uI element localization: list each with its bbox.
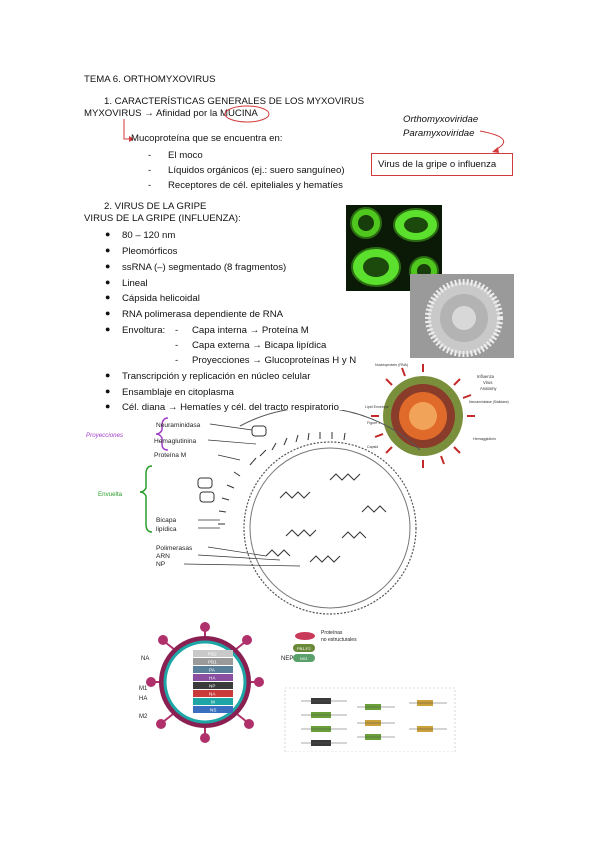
envelope-item: Capa interna → Proteína M xyxy=(192,325,309,336)
myxovirus-line: MYXOVIRUS → Afinidad por la MUCINA xyxy=(84,108,258,120)
segment-label-m2: M2 xyxy=(139,714,148,720)
bullet: ● xyxy=(105,308,111,318)
envelope-item: Proyecciones → Glucoproteínas H y N xyxy=(192,355,357,366)
list-dash: - xyxy=(148,150,152,161)
section-1-heading: 1. CARACTERÍSTICAS GENERALES DE LOS MYXO… xyxy=(104,96,365,107)
mucina-circle xyxy=(224,105,270,123)
segment-label-ha: HA xyxy=(139,696,147,702)
segment-band-label: PB1 xyxy=(208,660,217,665)
section-2-subheading: VIRUS DE LA GRIPE (INFLUENZA): xyxy=(84,213,241,224)
segment-band-label: NA xyxy=(209,692,216,697)
bullet-text: Cél. diana → Hematíes y cél. del tracto … xyxy=(122,402,340,413)
bullet-text: Ensamblaje en citoplasma xyxy=(122,387,234,398)
list-dash: - xyxy=(175,325,179,336)
bullet-text: Transcripción y replicación en núcleo ce… xyxy=(122,371,311,382)
mucoprotein-text: Mucoproteína que se encuentra en: xyxy=(131,133,283,144)
nonstructural-pill: PB1-F2 xyxy=(297,646,311,651)
bullet: ● xyxy=(105,370,111,380)
segment-label-m1: M1 xyxy=(139,686,148,692)
bullet: ● xyxy=(105,261,111,271)
segment-label-na: NA xyxy=(141,656,149,662)
bullet: ● xyxy=(105,277,111,287)
myxovirus-line-text: MYXOVIRUS → Afinidad por la xyxy=(84,108,220,119)
green-virus-micrograph xyxy=(346,205,442,291)
section-2-heading: 2. VIRUS DE LA GRIPE xyxy=(104,201,207,212)
grey-virus-micrograph xyxy=(410,274,514,360)
diagram-label-hemaglutinina: Hemaglutinina xyxy=(154,438,196,445)
bullet-text: 80 – 120 nm xyxy=(122,230,176,241)
segment-band-label: PB2 xyxy=(208,652,217,657)
family-paramyxoviridae: Paramyxoviridae xyxy=(403,128,475,139)
list-item: Líquidos orgánicos (ej.: suero sanguíneo… xyxy=(168,165,345,176)
bullet: ● xyxy=(105,245,111,255)
segment-band-label: PA xyxy=(209,668,216,673)
envelope-label: Envoltura: xyxy=(122,325,166,336)
connector-arrow-head xyxy=(129,136,134,142)
diagram-label-proyecciones: Proyecciones xyxy=(86,432,123,439)
diagram-label-polimerasas: Polimerasas xyxy=(156,545,193,552)
diagram-label-envuelta: Envuelta xyxy=(98,491,123,498)
diagram-label-proteina-m: Proteína M xyxy=(154,452,186,459)
fig3d-title: Anatomy xyxy=(480,386,497,391)
fig3d-title: Virus xyxy=(483,380,492,385)
segment-band-label: HA xyxy=(209,676,216,681)
genome-segments-diagram: PB2 PB1 PA HA NP NA M NS NA M1 HA M2 NEP… xyxy=(135,622,465,752)
diagram-label-lipidica: lipídica xyxy=(156,526,177,533)
family-arrow-head xyxy=(492,147,499,153)
family-orthomyxoviridae: Orthomyxoviridae xyxy=(403,114,479,125)
bullet: ● xyxy=(105,386,111,396)
connector-arrow xyxy=(123,119,131,140)
bullet: ● xyxy=(105,229,111,239)
fig3d-title: Influenza xyxy=(477,374,495,379)
segment-band-label: NS xyxy=(210,708,216,713)
segment-band-label: M xyxy=(211,700,215,705)
fig3d-label: Hemagglutinin xyxy=(473,437,496,441)
diagram-label-arn: ARN xyxy=(156,553,170,560)
page-title: TEMA 6. ORTHOMYXOVIRUS xyxy=(84,74,216,85)
diagram-label-np: NP xyxy=(156,561,166,568)
family-curved-arrow xyxy=(479,130,505,151)
diagram-label-bicapa: Bicapa xyxy=(156,517,176,524)
virion-structure-diagram: Proyecciones Envuelta Neuraminidasa Hema… xyxy=(86,410,421,615)
bullet-text: RNA polimerasa dependiente de RNA xyxy=(122,309,284,320)
bullet-text: Cápsida helicoidal xyxy=(122,293,200,304)
legend-proteinas: Proteínas xyxy=(321,630,343,636)
list-dash: - xyxy=(175,340,179,351)
list-dash: - xyxy=(148,165,152,176)
mucina-highlight: MUCINA xyxy=(219,108,258,119)
envelope-item: Capa externa → Bicapa lipídica xyxy=(192,340,327,351)
fig3d-label: Figure 1 xyxy=(367,421,380,425)
segment-band-label: NP xyxy=(209,684,215,689)
bullet-text: ssRNA (–) segmentado (8 fragmentos) xyxy=(122,262,287,273)
list-dash: - xyxy=(175,355,179,366)
bullet-text: Pleomórficos xyxy=(122,246,178,257)
list-item: El moco xyxy=(168,150,203,161)
segment-label-nep: NEP xyxy=(281,656,293,662)
diagram-label-neuraminidasa: Neuraminidasa xyxy=(156,422,201,429)
legend-no-estructurales: no estructurales xyxy=(321,637,357,643)
list-item: Receptores de cél. epiteliales y hematíe… xyxy=(168,180,343,191)
fig3d-label: Nucleoprotein (RNA) xyxy=(375,363,408,367)
fig3d-label: Neuraminidase (Sialidase) xyxy=(469,400,509,404)
bullet: ● xyxy=(105,324,111,334)
bullet: ● xyxy=(105,292,111,302)
list-dash: - xyxy=(148,180,152,191)
fig3d-label: Capsid xyxy=(367,445,378,449)
fig3d-label: Lipid Envelope xyxy=(365,405,389,409)
nonstructural-pill: NS1 xyxy=(300,656,309,661)
influenza-box: Virus de la gripe o influenza xyxy=(371,153,513,176)
bullet-text: Lineal xyxy=(122,278,148,289)
bullet: ● xyxy=(105,401,111,411)
